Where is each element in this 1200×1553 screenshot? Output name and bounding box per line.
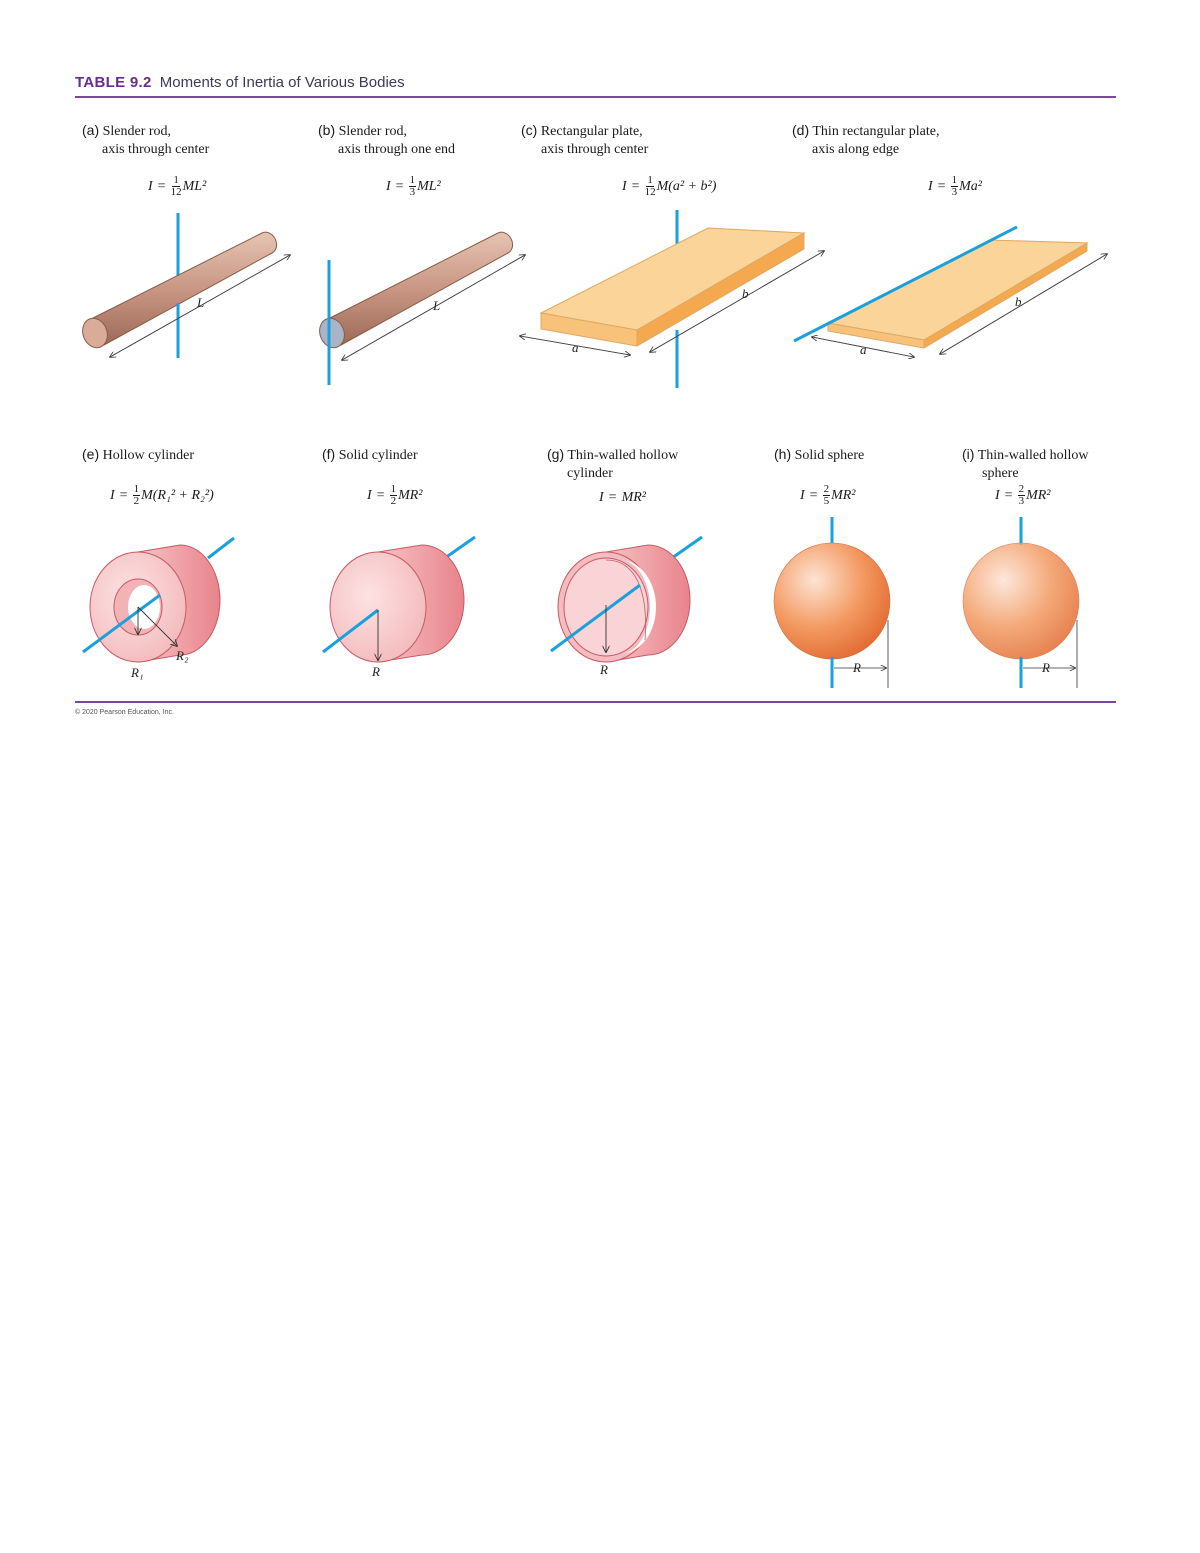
- label-R2: R₂: [175, 648, 189, 663]
- top-rule: [75, 96, 1116, 98]
- label-R-f: R: [371, 664, 380, 679]
- caption-a: (a) Slender rod, axis through center: [82, 122, 210, 157]
- figure-c-plate: a b: [520, 210, 824, 388]
- axis-f-bottom: [322, 608, 379, 654]
- label-R-i: R: [1041, 660, 1050, 675]
- label-L-b: L: [432, 298, 440, 313]
- label-R-h: R: [852, 660, 861, 675]
- caption-h: (h) Solid sphere: [774, 446, 865, 463]
- caption-i: (i) Thin-walled hollow sphere: [962, 446, 1089, 481]
- figure-a-rod: L: [82, 213, 290, 358]
- label-R-g: R: [599, 662, 608, 677]
- axis-g-top: [671, 535, 703, 560]
- label-a-c: a: [572, 340, 579, 355]
- figure-b-rod: L: [319, 231, 525, 385]
- axis-f-top: [444, 535, 476, 560]
- label-b-c: b: [742, 286, 749, 301]
- table-title-text: Moments of Inertia of Various Bodies: [159, 74, 405, 91]
- figure-e-hollow-cylinder: R₁ R₂: [82, 536, 235, 680]
- copyright: © 2020 Pearson Education, Inc.: [75, 709, 174, 716]
- caption-g: (g) Thin-walled hollow cylinder: [547, 446, 679, 481]
- axis-g-bottom: [550, 583, 641, 653]
- axis-d: [793, 225, 1018, 343]
- caption-d: (d) Thin rectangular plate, axis along e…: [792, 122, 940, 157]
- formula-g: I= MR²: [599, 490, 646, 505]
- table-title: TABLE 9.2 Moments of Inertia of Various …: [75, 74, 405, 91]
- caption-c: (c) Rectangular plate, axis through cent…: [521, 122, 649, 157]
- figure-h-solid-sphere: R: [773, 517, 891, 688]
- label-L-a: L: [196, 295, 204, 310]
- figure-d-plate: a b: [793, 225, 1107, 357]
- label-R1: R₁: [130, 665, 143, 680]
- axis-e-top: [207, 536, 235, 560]
- bottom-rule: [75, 701, 1116, 703]
- figure-g-thin-hollow-cylinder: R: [550, 535, 703, 677]
- caption-e: (e) Hollow cylinder: [82, 446, 194, 463]
- axis-e-bottom: [82, 593, 161, 654]
- label-b-d: b: [1015, 294, 1022, 309]
- figure-f-solid-cylinder: R: [322, 535, 476, 679]
- caption-f: (f) Solid cylinder: [322, 446, 418, 463]
- caption-b: (b) Slender rod, axis through one end: [318, 122, 456, 157]
- figures-canvas: L L a b a b: [82, 210, 1200, 688]
- table-number: TABLE 9.2: [75, 74, 152, 91]
- figure-i-hollow-sphere: R: [962, 517, 1080, 688]
- label-a-d: a: [860, 342, 867, 357]
